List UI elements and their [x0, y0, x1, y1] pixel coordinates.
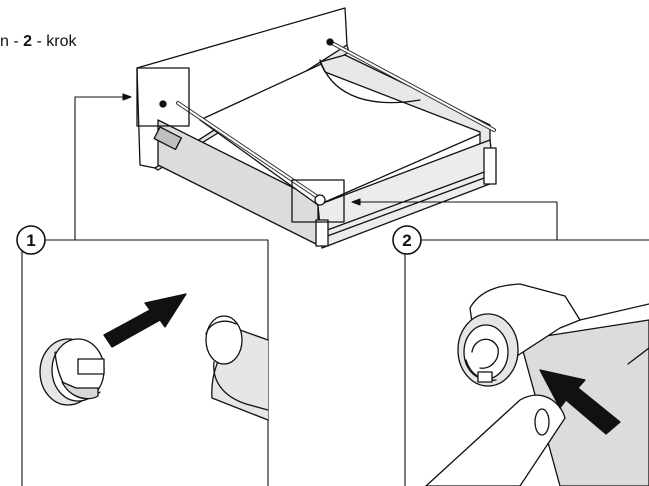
callout-2-number: 2	[402, 231, 411, 250]
caption-step-number: 2	[23, 33, 33, 50]
callout-2-circle	[392, 225, 422, 255]
detail-panel-2	[425, 283, 649, 486]
drawer-illustration	[136, 7, 497, 249]
detail-panel-1	[39, 293, 269, 421]
push-arrow-icon	[539, 369, 621, 435]
step-caption: n - 2 - krok	[0, 33, 76, 51]
callout-1-number: 1	[26, 231, 35, 250]
caption-suffix: - krok	[32, 33, 77, 50]
detach-arrow-icon	[103, 293, 187, 348]
callout-1-circle	[16, 225, 46, 255]
detail-frame-2	[291, 179, 345, 223]
detail-frame-1	[136, 67, 190, 127]
caption-prefix: n -	[0, 33, 24, 50]
